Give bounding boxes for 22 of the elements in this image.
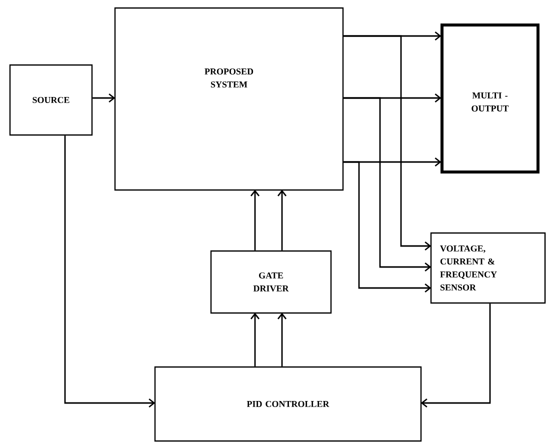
arrow [277, 190, 287, 250]
box-label: GATE DRIVER [253, 272, 289, 292]
box-label: SOURCE [32, 96, 70, 104]
arrow [344, 97, 432, 272]
box-label: MULTI - OUTPUT [472, 92, 509, 112]
box-label: PID CONTROLLER [246, 400, 330, 408]
box-label: PROPOSED SYSTEM [204, 68, 254, 88]
arrow [250, 190, 260, 250]
arrow [344, 161, 432, 293]
arrow [92, 93, 116, 103]
arrow [420, 304, 491, 408]
box [9, 64, 93, 136]
sensor-box [430, 232, 546, 304]
controller-box [154, 366, 422, 442]
output-box [440, 24, 540, 174]
system-box [114, 7, 344, 191]
arrow [277, 312, 287, 366]
driver-box [210, 250, 332, 314]
arrow [64, 136, 156, 408]
arrow [344, 35, 432, 251]
box-label: VOLTAGE, CURRENT & FREQUENCY SENSOR [440, 245, 497, 291]
arrow [250, 312, 260, 366]
